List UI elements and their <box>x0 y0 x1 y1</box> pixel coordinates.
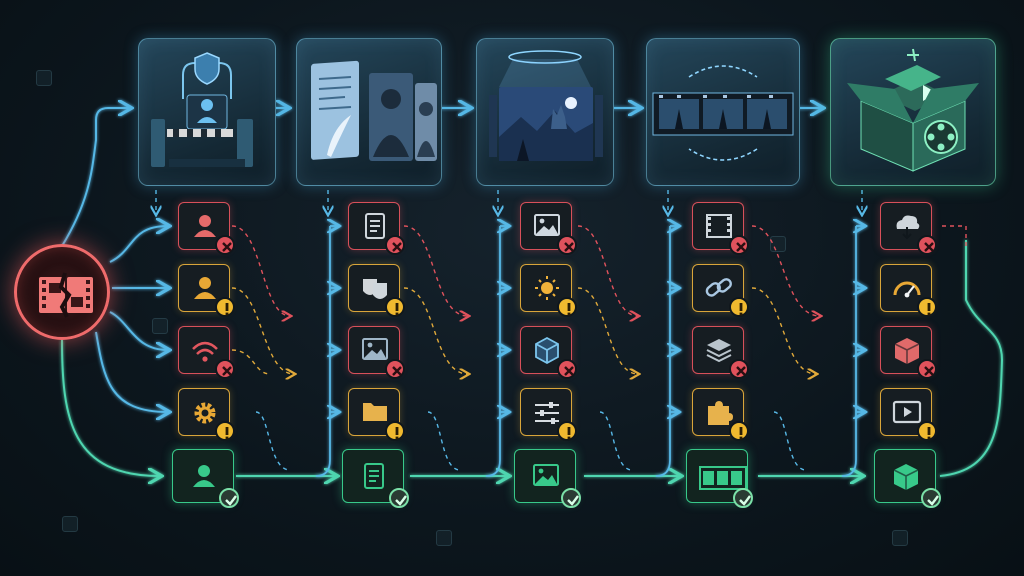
film-strip-icon <box>699 466 747 490</box>
check-badge-icon <box>219 488 239 508</box>
broken-film-icon <box>39 272 93 318</box>
background-node-icon <box>152 318 168 334</box>
sun-icon <box>535 276 559 300</box>
script-and-character-portraits-illustration <box>311 60 437 161</box>
document-icon <box>364 463 384 489</box>
image-icon <box>534 214 560 236</box>
node-2-5[interactable] <box>342 449 409 508</box>
node-3-5[interactable] <box>514 449 581 508</box>
theater-masks-icon <box>363 279 387 299</box>
error-badge-icon <box>215 359 235 379</box>
check-badge-icon <box>921 488 941 508</box>
node-1-2[interactable] <box>178 264 235 317</box>
node-2-2[interactable] <box>348 264 405 317</box>
background-node-icon <box>62 516 78 532</box>
film-strip-cycle-illustration <box>652 65 794 161</box>
error-badge-icon <box>729 235 749 255</box>
warning-badge-icon <box>917 297 937 317</box>
error-badge-icon <box>917 235 937 255</box>
broken-film-hub[interactable] <box>14 244 110 340</box>
stage-package-card[interactable] <box>830 38 996 186</box>
link-icon <box>705 278 732 297</box>
layers-icon <box>706 339 732 363</box>
warning-badge-icon <box>729 421 749 441</box>
warning-badge-icon <box>385 421 405 441</box>
background-node-icon <box>36 70 52 86</box>
document-icon <box>365 213 385 239</box>
node-3-1[interactable] <box>520 202 577 255</box>
stage-access-card[interactable] <box>138 38 276 186</box>
cloud-download-icon <box>896 215 920 240</box>
warning-badge-icon <box>385 297 405 317</box>
warning-badge-icon <box>215 297 235 317</box>
warning-badge-icon <box>215 421 235 441</box>
node-4-5[interactable] <box>686 449 753 508</box>
warning-badge-icon <box>917 421 937 441</box>
wifi-icon <box>192 341 218 362</box>
node-5-2[interactable] <box>880 264 937 317</box>
node-5-1[interactable] <box>880 202 937 255</box>
sliders-icon <box>535 402 559 424</box>
video-play-icon <box>892 400 922 424</box>
background-node-icon <box>436 530 452 546</box>
node-2-4[interactable] <box>348 388 405 441</box>
box-icon <box>894 338 920 364</box>
warning-badge-icon <box>557 297 577 317</box>
stage-script-card[interactable] <box>296 38 442 186</box>
projected-scene-landscape-illustration <box>489 50 603 161</box>
error-badge-icon <box>557 359 577 379</box>
user-icon <box>194 215 216 237</box>
background-node-icon <box>770 236 786 252</box>
check-badge-icon <box>733 488 753 508</box>
node-3-4[interactable] <box>520 388 577 441</box>
gated-access-user-illustration <box>151 52 253 167</box>
node-2-3[interactable] <box>348 326 405 379</box>
error-badge-icon <box>385 235 405 255</box>
error-badge-icon <box>917 359 937 379</box>
node-4-1[interactable] <box>692 202 749 255</box>
node-5-4[interactable] <box>880 388 937 441</box>
gauge-icon <box>893 281 921 298</box>
cube-icon <box>535 336 559 365</box>
node-5-3[interactable] <box>880 326 937 379</box>
stage-scene-card[interactable] <box>476 38 614 186</box>
node-3-3[interactable] <box>520 326 577 379</box>
gear-icon <box>194 402 216 424</box>
error-badge-icon <box>215 235 235 255</box>
image-icon <box>533 464 559 486</box>
node-1-1[interactable] <box>178 202 235 255</box>
folder-icon <box>363 403 387 421</box>
warning-badge-icon <box>557 421 577 441</box>
error-badge-icon <box>729 359 749 379</box>
check-badge-icon <box>561 488 581 508</box>
stage-sequence-card[interactable] <box>646 38 800 186</box>
node-4-2[interactable] <box>692 264 749 317</box>
node-1-3[interactable] <box>178 326 235 379</box>
node-1-4[interactable] <box>178 388 235 441</box>
open-box-film-reel-illustration <box>847 48 979 172</box>
node-1-5[interactable] <box>172 449 239 508</box>
node-3-2[interactable] <box>520 264 577 317</box>
background-node-icon <box>892 530 908 546</box>
check-badge-icon <box>389 488 409 508</box>
node-2-1[interactable] <box>348 202 405 255</box>
puzzle-icon <box>708 401 733 425</box>
node-5-5[interactable] <box>874 449 941 508</box>
user-icon <box>194 277 216 299</box>
box-icon <box>893 464 919 490</box>
film-frame-icon <box>706 214 732 238</box>
user-icon <box>193 465 215 487</box>
error-badge-icon <box>557 235 577 255</box>
image-icon <box>362 338 388 360</box>
warning-badge-icon <box>729 297 749 317</box>
error-badge-icon <box>385 359 405 379</box>
node-4-4[interactable] <box>692 388 749 441</box>
node-4-3[interactable] <box>692 326 749 379</box>
